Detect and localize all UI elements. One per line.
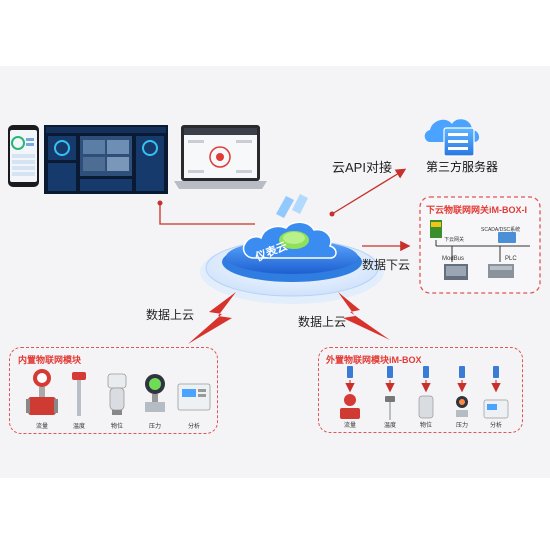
temperature-sensor-icon xyxy=(72,372,86,416)
im-box-module-icon xyxy=(457,366,467,393)
analyzer-icon xyxy=(483,399,509,419)
external-module-title: 外置物联网模块iM-BOX xyxy=(326,355,422,365)
gateway-plc-label: PLC xyxy=(505,256,517,262)
data-down-label: 数据下云 xyxy=(362,258,411,272)
im-box-module-icon xyxy=(385,366,395,393)
im-box-module-icon xyxy=(345,366,355,393)
external-module-box xyxy=(318,347,523,433)
data-up-right-label: 数据上云 xyxy=(298,315,347,329)
cloud-platform-icon xyxy=(200,194,384,304)
external-device-caption-pressure: 压力 xyxy=(455,423,468,429)
gateway-hardware-icon xyxy=(430,220,530,280)
gateway-title: 下云物联网网关iM-BOX-I xyxy=(426,205,527,215)
third-party-server-icon xyxy=(424,119,480,157)
internal-device-caption-pressure: 压力 xyxy=(148,424,161,430)
im-box-module-icon xyxy=(421,366,431,393)
internal-device-caption-analysis: 分析 xyxy=(187,424,200,430)
devices-to-cloud-line xyxy=(159,203,255,225)
temperature-sensor-icon xyxy=(385,396,395,420)
smartphone-icon xyxy=(8,125,39,187)
level-meter-icon xyxy=(418,395,434,419)
laptop-icon xyxy=(174,125,267,189)
level-meter-icon xyxy=(107,373,127,415)
pressure-transmitter-icon xyxy=(456,396,468,417)
monitoring-dashboard-icon xyxy=(44,125,168,194)
internal-module-box xyxy=(9,347,218,434)
gateway-scada-label: SCADA/DSC系统 xyxy=(481,227,521,233)
gateway-modbus-label: ModBus xyxy=(442,256,465,262)
external-device-caption-temperature: 温度 xyxy=(383,423,396,429)
external-modules-row xyxy=(345,366,501,393)
pressure-transmitter-icon xyxy=(145,374,165,412)
lightning-right-icon xyxy=(338,292,390,340)
external-device-caption-analysis: 分析 xyxy=(489,423,502,429)
im-box-module-icon xyxy=(491,366,501,393)
api-link-label: 云API对接 xyxy=(332,160,392,175)
internal-device-caption-level: 物位 xyxy=(110,424,123,430)
external-device-caption-flow: 流量 xyxy=(343,423,356,429)
data-up-left-label: 数据上云 xyxy=(146,308,195,322)
internal-device-caption-temperature: 温度 xyxy=(72,424,85,430)
flow-meter-icon xyxy=(340,394,360,419)
lightning-left-icon xyxy=(188,292,236,344)
api-link-line xyxy=(331,168,407,215)
internal-module-title: 内置物联网模块 xyxy=(18,355,82,365)
external-device-caption-level: 物位 xyxy=(419,423,432,429)
flow-meter-icon xyxy=(26,369,58,415)
gateway-lan-label: 下云网关 xyxy=(444,237,465,243)
internal-device-caption-flow: 流量 xyxy=(35,424,48,430)
third-party-label: 第三方服务器 xyxy=(426,160,499,174)
analyzer-icon xyxy=(177,383,211,411)
